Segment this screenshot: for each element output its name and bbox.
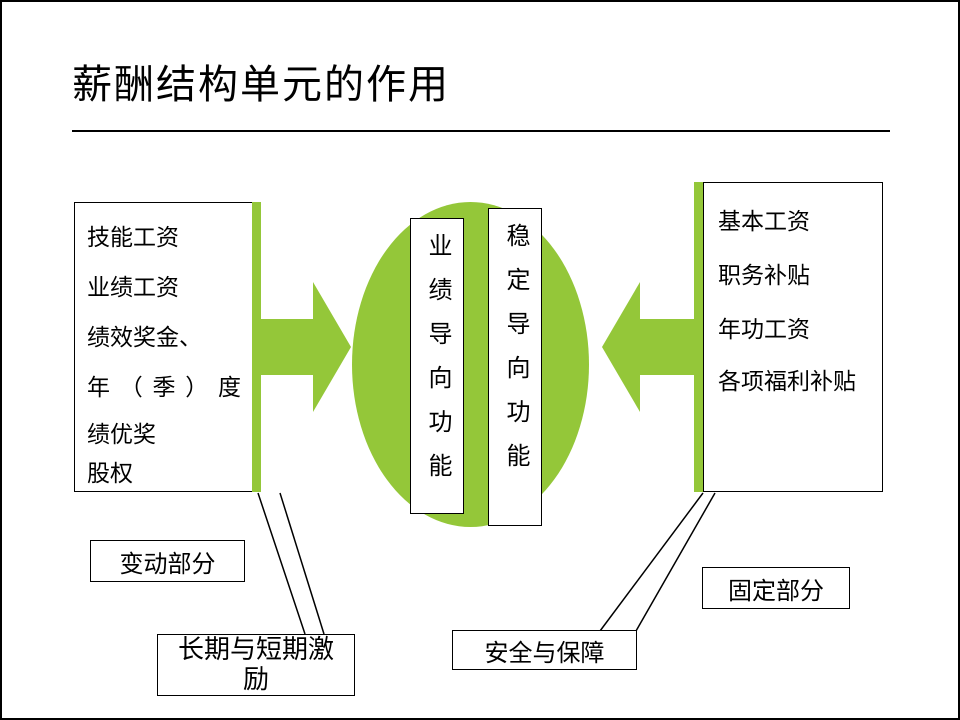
variable-pay-box: 技能工资 业绩工资 绩效奖金、 年（季）度 绩优奖 股权 — [74, 202, 254, 492]
incentive-callout: 长期与短期激励 — [157, 634, 355, 696]
fixed-pay-box: 基本工资 职务补贴 年功工资 各项福利补贴 — [703, 182, 883, 492]
slide-title: 薪酬结构单元的作用 — [72, 62, 450, 107]
fixed-pay-item: 基本工资 — [718, 209, 810, 234]
variable-pay-item: 绩优奖 — [87, 422, 156, 447]
performance-oriented-box: 业绩导向功能 — [410, 218, 464, 514]
incentive-label: 长期与短期激励 — [177, 635, 334, 694]
variable-part-callout: 变动部分 — [90, 540, 245, 582]
variable-pay-item: 业绩工资 — [87, 275, 179, 300]
variable-pay-item: 股权 — [87, 461, 133, 486]
left-arrow-head — [602, 282, 640, 412]
variable-part-label: 变动部分 — [119, 551, 216, 578]
performance-oriented-label: 业绩导向功能 — [424, 233, 450, 497]
right-arrow-shaft — [261, 319, 314, 375]
fixed-part-callout: 固定部分 — [702, 567, 850, 609]
fixed-pay-item: 职务补贴 — [718, 263, 810, 288]
connector-left-line-2 — [279, 492, 325, 635]
fixed-pay-item: 各项福利补贴 — [718, 369, 856, 394]
safety-label: 安全与保障 — [484, 640, 605, 667]
connector-right-line-1 — [599, 492, 704, 632]
fixed-part-label: 固定部分 — [728, 578, 824, 605]
title-underline — [72, 130, 890, 132]
variable-pay-item: 绩效奖金、 — [87, 325, 202, 350]
safety-callout: 安全与保障 — [452, 630, 637, 670]
stability-oriented-label: 稳定导向功能 — [502, 223, 528, 487]
right-green-strip — [694, 182, 703, 492]
left-arrow-shaft — [640, 319, 694, 375]
right-arrow-head — [313, 282, 351, 412]
function-ellipse — [352, 202, 589, 527]
fixed-pay-item: 年功工资 — [718, 317, 810, 342]
variable-pay-item: 年（季）度 — [87, 375, 241, 400]
variable-pay-item: 技能工资 — [87, 225, 179, 250]
connector-right-line-2 — [635, 492, 716, 632]
stability-oriented-box: 稳定导向功能 — [488, 208, 542, 526]
left-green-strip — [252, 202, 261, 492]
connector-left-line-1 — [257, 492, 306, 635]
